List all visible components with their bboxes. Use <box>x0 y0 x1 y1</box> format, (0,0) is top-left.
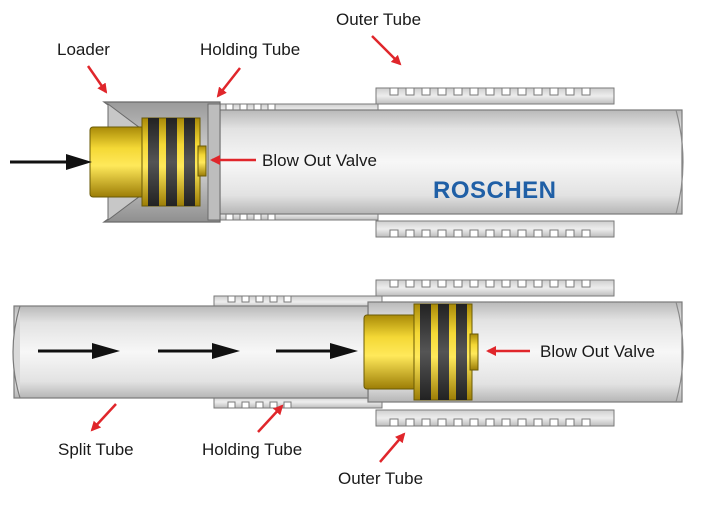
flow-arrows <box>38 343 358 359</box>
label-blow-out-valve-bottom: Blow Out Valve <box>540 342 655 361</box>
holding-tube-bottom-part <box>213 295 383 409</box>
blow-out-valve-bottom-part <box>363 303 479 401</box>
main-tube-top <box>211 109 683 215</box>
label-outer-tube-top: Outer Tube <box>336 10 421 29</box>
outer-tube-top-part <box>375 87 615 238</box>
label-holding-tube-top: Holding Tube <box>200 40 300 59</box>
bottom-assembly <box>12 279 684 427</box>
push-arrow-top <box>10 154 92 170</box>
brand-logo: ROSCHEN <box>433 177 557 204</box>
label-holding-tube-bottom: Holding Tube <box>202 440 302 459</box>
label-outer-tube-bottom: Outer Tube <box>338 469 423 488</box>
label-blow-out-valve-top: Blow Out Valve <box>262 151 377 170</box>
label-split-tube: Split Tube <box>58 440 134 459</box>
pointer-arrows <box>86 35 530 463</box>
blow-out-valve-top-part <box>89 117 207 207</box>
top-assembly: ROSCHEN <box>10 87 684 238</box>
outer-tube-bottom-part <box>375 279 615 427</box>
label-loader: Loader <box>57 40 110 59</box>
